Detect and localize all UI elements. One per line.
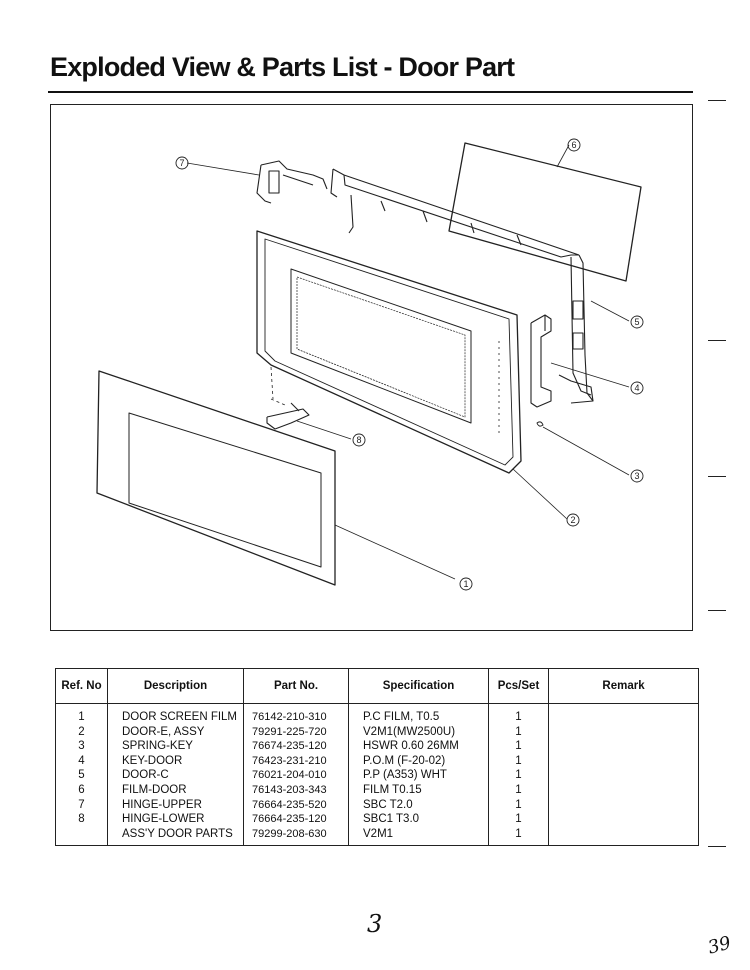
callout-6: 6 (571, 140, 576, 150)
part-spring-key (536, 421, 544, 427)
callout-circles (175, 138, 644, 591)
cell-ref: 7 (78, 798, 85, 811)
cell-description: ASS'Y DOOR PARTS (122, 827, 233, 840)
callout-3: 3 (634, 471, 639, 481)
header-part-no: Part No. (243, 668, 349, 704)
cell-ref: 2 (78, 725, 85, 738)
header-ref-no: Ref. No (55, 668, 108, 704)
cell-description: FILM-DOOR (122, 783, 187, 796)
part-hinge-lower (266, 402, 310, 430)
cell-pcs: 1 (515, 740, 522, 753)
cell-specification: FILM T0.15 (363, 783, 422, 796)
cell-ref: 1 (78, 711, 85, 723)
cell-specification: V2M1 (363, 827, 394, 840)
cell-specification: P.O.M (F-20-02) (363, 754, 446, 767)
column-specification: P.C FILM, T0.5 V2M1(MW2500U) HSWR 0.60 2… (348, 703, 489, 846)
part-film-door (448, 142, 642, 282)
cell-ref: 3 (78, 740, 85, 753)
table-header-row: Ref. No Description Part No. Specificati… (55, 668, 699, 704)
header-description: Description (107, 668, 244, 704)
scan-edge-mark (708, 476, 726, 477)
part-door-screen-film (96, 370, 336, 586)
page-number: 3 (367, 910, 383, 938)
cell-description: DOOR-C (122, 769, 169, 782)
cell-specification: SBC1 T3.0 (363, 813, 420, 826)
cell-description: SPRING-KEY (122, 740, 193, 753)
column-part-no: 76142-210-310 79291-225-720 76674-235-12… (243, 703, 349, 846)
page-title: Exploded View & Parts List - Door Part (50, 52, 515, 82)
leader-lines (186, 144, 630, 580)
callout-2: 2 (570, 515, 575, 525)
handwritten-corner-note: 39 (705, 932, 734, 959)
cell-pcs: 1 (515, 827, 522, 840)
cell-part-no: 79291-225-720 (252, 725, 327, 738)
cell-description: HINGE-UPPER (122, 798, 202, 811)
cell-specification: HSWR 0.60 26MM (363, 740, 459, 753)
scan-edge-mark (708, 100, 726, 101)
cell-specification: P.P (A353) WHT (363, 769, 447, 782)
callout-1: 1 (463, 579, 468, 589)
cell-part-no: 76664-235-120 (252, 813, 327, 826)
cell-specification: V2M1(MW2500U) (363, 725, 456, 738)
column-remark (548, 703, 699, 846)
cell-description: HINGE-LOWER (122, 813, 205, 826)
header-pcs-set: Pcs/Set (488, 668, 549, 704)
cell-part-no: 76664-235-520 (252, 798, 327, 811)
exploded-view-diagram: 1 2 3 4 5 6 7 8 (50, 104, 693, 631)
scan-edge-mark (708, 340, 726, 341)
part-key-door (530, 314, 552, 408)
cell-part-no: 76674-235-120 (252, 740, 327, 753)
column-ref-no: 1 2 3 4 5 6 7 8 (55, 703, 108, 846)
part-hinge-upper (256, 160, 328, 204)
door-exploded-drawing: 1 2 3 4 5 6 7 8 (96, 138, 644, 591)
callout-8: 8 (356, 435, 361, 445)
cell-ref: 6 (78, 783, 85, 796)
cell-specification: P.C FILM, T0.5 (363, 711, 440, 723)
cell-ref: 8 (78, 813, 85, 826)
callout-4: 4 (634, 383, 639, 393)
title-underline (48, 91, 693, 93)
cell-specification: SBC T2.0 (363, 798, 413, 811)
column-description: DOOR SCREEN FILM DOOR-E, ASSY SPRING-KEY… (107, 703, 244, 846)
cell-part-no: 76142-210-310 (252, 711, 327, 723)
part-door-e-assy (256, 230, 522, 474)
cell-description: DOOR SCREEN FILM (122, 711, 238, 723)
cell-pcs: 1 (515, 798, 522, 811)
column-pcs-set: 1 1 1 1 1 1 1 1 1 (488, 703, 549, 846)
cell-part-no: 79299-208-630 (252, 827, 327, 840)
cell-ref: 4 (78, 754, 85, 767)
cell-pcs: 1 (515, 725, 522, 738)
cell-part-no: 76143-203-343 (252, 783, 327, 796)
callout-5: 5 (634, 317, 639, 327)
cell-part-no: 76021-204-010 (252, 769, 327, 782)
cell-pcs: 1 (515, 783, 522, 796)
header-specification: Specification (348, 668, 489, 704)
cell-pcs: 1 (515, 754, 522, 767)
cell-pcs: 1 (515, 711, 522, 723)
cell-pcs: 1 (515, 813, 522, 826)
scan-edge-mark (708, 846, 726, 847)
cell-part-no: 76423-231-210 (252, 754, 327, 767)
part-door-c (330, 168, 594, 404)
callout-7: 7 (179, 158, 184, 168)
cell-description: DOOR-E, ASSY (122, 725, 205, 738)
cell-ref (56, 827, 107, 842)
cell-remark (549, 710, 698, 725)
scan-edge-mark (708, 610, 726, 611)
cell-ref: 5 (78, 769, 85, 782)
cell-description: KEY-DOOR (122, 754, 183, 767)
header-remark: Remark (548, 668, 699, 704)
table-body-row: 1 2 3 4 5 6 7 8 DOOR SCREEN FILM DOOR-E,… (55, 703, 699, 846)
cell-pcs: 1 (515, 769, 522, 782)
parts-list-table: Ref. No Description Part No. Specificati… (55, 668, 699, 846)
